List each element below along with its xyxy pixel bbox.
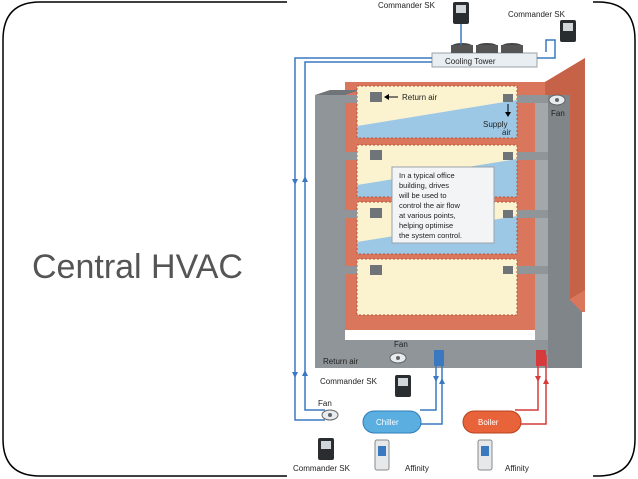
boiler (462, 410, 522, 434)
supply-vent-1 (503, 94, 513, 102)
label-cooling-tower: Cooling Tower (445, 57, 496, 66)
note-line-6: helping optimise (399, 221, 453, 230)
label-supply-air-1: Supply (483, 120, 507, 129)
label-return-air-top: Return air (402, 93, 437, 102)
affinity-drive-right (477, 439, 493, 471)
note-line-4: control the air flow (399, 201, 460, 210)
fan-left (321, 409, 339, 421)
note-line-5: at various points, (399, 211, 456, 220)
left-vertical-duct (315, 95, 345, 350)
label-chiller: Chiller (376, 418, 399, 427)
note-line-1: In a typical office (399, 171, 455, 180)
affinity-drive-left (374, 439, 390, 471)
label-commander-sk-top: Commander SK (378, 1, 436, 10)
chilled-water-pipes (294, 20, 556, 425)
label-affinity-right: Affinity (505, 464, 529, 473)
label-commander-sk-mid: Commander SK (320, 377, 378, 386)
drive-top-right (560, 20, 576, 42)
cooling-tower (431, 43, 538, 68)
hot-coil (536, 350, 546, 366)
right-vertical-duct (548, 95, 582, 368)
fan-bottom (389, 352, 407, 364)
note-line-3: will be used to (398, 191, 447, 200)
label-commander-sk-top-right: Commander SK (508, 10, 566, 19)
drive-mid (395, 375, 411, 397)
label-supply-air-2: air (502, 128, 511, 137)
label-fan-left: Fan (318, 399, 332, 408)
label-return-air-bottom: Return air (323, 357, 358, 366)
note-line-7: the system control. (399, 231, 462, 240)
slide-title: Central HVAC (32, 248, 243, 286)
chilled-coil (434, 350, 444, 366)
note-line-2: building, drives (399, 181, 449, 190)
label-affinity-left: Affinity (405, 464, 429, 473)
fan-right (548, 94, 566, 106)
label-fan-bottom: Fan (394, 340, 408, 349)
drive-bottom (318, 438, 334, 460)
note-box (391, 166, 495, 244)
return-vent-1 (370, 92, 382, 102)
chiller (362, 410, 422, 434)
left-duct-top (315, 90, 360, 95)
drive-top (453, 2, 469, 24)
floor-4 (356, 258, 518, 316)
floor-1 (356, 85, 518, 139)
label-commander-sk-bottom: Commander SK (293, 464, 351, 473)
label-boiler: Boiler (478, 418, 499, 427)
label-fan-right: Fan (551, 109, 565, 118)
